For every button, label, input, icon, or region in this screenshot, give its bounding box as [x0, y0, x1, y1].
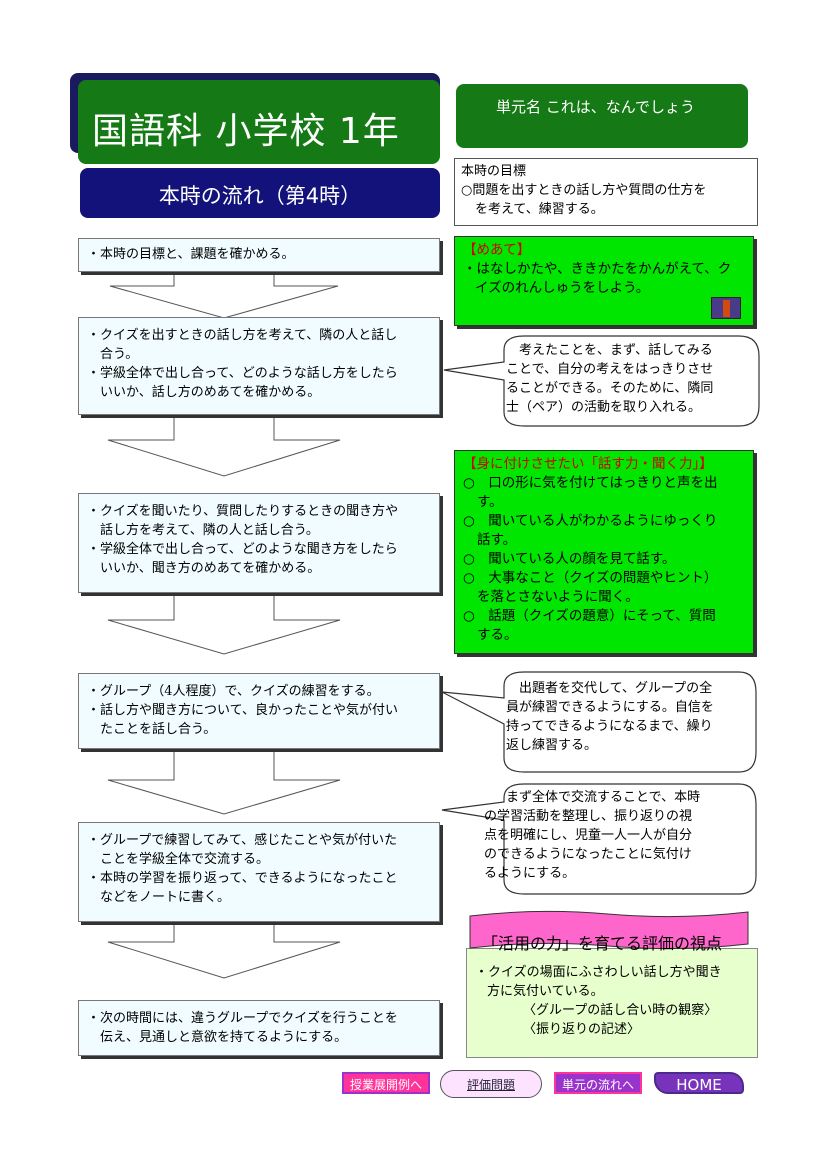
step-5-line-4: などをノートに書く。 — [100, 890, 231, 905]
meate-line-2: イズのれんしゅうをしよう。 — [475, 280, 650, 296]
lesson-example-button[interactable]: 授業展開例へ — [342, 1072, 430, 1094]
step-6: ・次の時間には、違うグループでクイズを行うことを 伝え、見通しと意欲を持てるよう… — [78, 1000, 440, 1056]
skill-4-cont: を落とさないように聞く。 — [477, 589, 639, 605]
step-3: ・クイズを聞いたり、質問したりするときの聞き方や 話し方を考えて、隣の人と話し合… — [78, 493, 440, 593]
step-3-line-1: ・クイズを聞いたり、質問したりするときの聞き方や — [87, 504, 399, 519]
meate-box: 【めあて】 ・はなしかたや、ききかたをかんがえて、ク イズのれんしゅうをしよう。 — [454, 236, 754, 326]
step-4: ・グループ（4人程度）で、クイズの練習をする。 ・話し方や聞き方について、良かっ… — [78, 673, 440, 749]
step-4-line-1: ・グループ（4人程度）で、クイズの練習をする。 — [87, 684, 380, 699]
evaluation-line-3: 〈グループの話し合い時の観察〉 — [523, 1003, 718, 1018]
bubble-1-line-3: ることができる。そのために、隣同 — [506, 381, 714, 396]
bubble-2-line-4: 返し練習する。 — [506, 738, 598, 753]
bubble-2-line-1: 出題者を交代して、グループの全 — [519, 681, 713, 696]
step-6-line-2: 伝え、見通しと意欲を持てるようにする。 — [100, 1030, 348, 1045]
bubble-3: まず全体で交流することで、本時 の学習活動を整理し、振り返りの視 点を明確にし、… — [484, 788, 754, 883]
step-1: ・本時の目標と、課題を確かめる。 — [78, 238, 440, 272]
step-4-line-2: ・話し方や聞き方について、良かったことや気が付い — [87, 703, 398, 718]
step-3-line-3: ・学級全体で出し合って、どのような聞き方をしたら — [87, 542, 398, 557]
meate-line-1: ・はなしかたや、ききかたをかんがえて、ク — [463, 261, 732, 277]
step-3-line-4: いいか、聞き方のめあてを確かめる。 — [100, 561, 321, 576]
bubble-2: 出題者を交代して、グループの全 員が練習できるようにする。自信を 持ってできるよ… — [506, 679, 756, 755]
step-2: ・クイズを出すときの話し方を考えて、隣の人と話し 合う。 ・学級全体で出し合って… — [78, 317, 440, 415]
step-1-line-1: ・本時の目標と、課題を確かめる。 — [87, 247, 295, 262]
bubble-2-shape — [441, 671, 757, 773]
step-5-line-3: ・本時の学習を振り返って、できるようになったこと — [87, 871, 398, 886]
goal-text: ○問題を出すときの話し方や質問の仕方を — [461, 183, 707, 198]
bubble-3-line-1: まず全体で交流することで、本時 — [506, 790, 701, 805]
bubble-1-line-2: ことで、自分の考えをはっきりさせ — [506, 362, 714, 377]
bubble-3-line-4: のできるようになったことに気付け — [484, 847, 692, 862]
step-5-line-2: ことを学級全体で交流する。 — [100, 852, 270, 867]
evaluation-line-2: 方に気付いている。 — [487, 984, 604, 999]
arrow-4 — [107, 749, 341, 815]
skill-3: ○ 聞いている人の顔を見て話す。 — [463, 551, 676, 567]
arrow-3 — [107, 589, 341, 655]
step-2-line-1: ・クイズを出すときの話し方を考えて、隣の人と話し — [87, 328, 398, 343]
arrow-5 — [107, 914, 341, 979]
step-5: ・グループで練習してみて、感じたことや気が付いた ことを学級全体で交流する。 ・… — [78, 822, 440, 922]
evaluation-line-4: 〈振り返りの記述〉 — [523, 1022, 641, 1037]
bubble-1-shape — [443, 335, 760, 427]
skill-1: ○ 口の形に気を付けてはっきりと声を出 — [463, 475, 718, 491]
page-title: 国語科 小学校 1年 — [78, 80, 440, 164]
meate-heading: 【めあて】 — [463, 242, 531, 258]
evaluation-banner — [469, 910, 749, 950]
skill-2: ○ 聞いている人がわかるようにゆっくり — [463, 513, 718, 529]
skill-4: ○ 大事なこと（クイズの問題やヒント） — [463, 570, 718, 586]
skills-box: 【身に付けさせたい「話す力・聞く力」】 ○ 口の形に気を付けてはっきりと声を出 … — [454, 450, 754, 654]
bubble-1-line-1: 考えたことを、まず、話してみる — [519, 343, 713, 358]
bubble-3-shape — [441, 783, 757, 895]
goal-box: 本時の目標 ○問題を出すときの話し方や質問の仕方を を考えて、練習する。 — [454, 158, 758, 226]
evaluation-line-1: ・クイズの場面にふさわしい話し方や聞き — [475, 965, 722, 980]
bubble-2-line-3: 持ってできるようになるまで、繰り — [506, 719, 713, 734]
skill-5: ○ 話題（クイズの題意）にそって、質問 — [463, 608, 716, 624]
marker-icon — [711, 297, 741, 319]
bubble-3-line-3: 点を明確にし、児童一人一人が自分 — [484, 828, 693, 843]
skills-heading: 【身に付けさせたい「話す力・聞く力」】 — [463, 456, 713, 472]
unit-name: 単元名 これは、なんでしょう — [456, 84, 748, 148]
bubble-2-line-2: 員が練習できるようにする。自信を — [506, 700, 714, 715]
flow-title: 本時の流れ（第4時） — [80, 168, 440, 218]
goal-text-2: を考えて、練習する。 — [475, 202, 604, 217]
step-4-line-3: たことを話し合う。 — [100, 722, 217, 737]
evaluation-heading: 「活用の力」を育てる評価の視点 — [482, 934, 723, 953]
skill-2-cont: 話す。 — [477, 532, 517, 548]
skill-1-cont: す。 — [477, 494, 503, 510]
evaluation-problem-button[interactable]: 評価問題 — [440, 1070, 542, 1098]
step-2-line-2: 合う。 — [100, 347, 139, 362]
step-2-line-4: いいか、話し方のめあてを確かめる。 — [100, 385, 321, 400]
goal-heading: 本時の目標 — [461, 164, 527, 179]
bubble-1: 考えたことを、まず、話してみる ことで、自分の考えをはっきりさせ ることができる… — [506, 341, 756, 417]
step-5-line-1: ・グループで練習してみて、感じたことや気が付いた — [87, 833, 398, 848]
step-2-line-3: ・学級全体で出し合って、どのような話し方をしたら — [87, 366, 398, 381]
home-button[interactable]: HOME — [654, 1072, 744, 1094]
step-3-line-2: 話し方を考えて、隣の人と話し合う。 — [100, 523, 319, 538]
step-6-line-1: ・次の時間には、違うグループでクイズを行うことを — [87, 1011, 398, 1026]
evaluation-box: ・クイズの場面にふさわしい話し方や聞き 方に気付いている。 〈グループの話し合い… — [466, 948, 758, 1058]
bubble-1-line-4: 士（ペア）の活動を取り入れる。 — [506, 400, 702, 415]
arrow-2 — [107, 409, 341, 477]
skill-5-cont: する。 — [477, 627, 518, 643]
unit-flow-button[interactable]: 単元の流れへ — [554, 1072, 642, 1094]
bubble-3-line-5: るようにする。 — [484, 866, 576, 881]
bubble-3-line-2: の学習活動を整理し、振り返りの視 — [484, 809, 693, 824]
